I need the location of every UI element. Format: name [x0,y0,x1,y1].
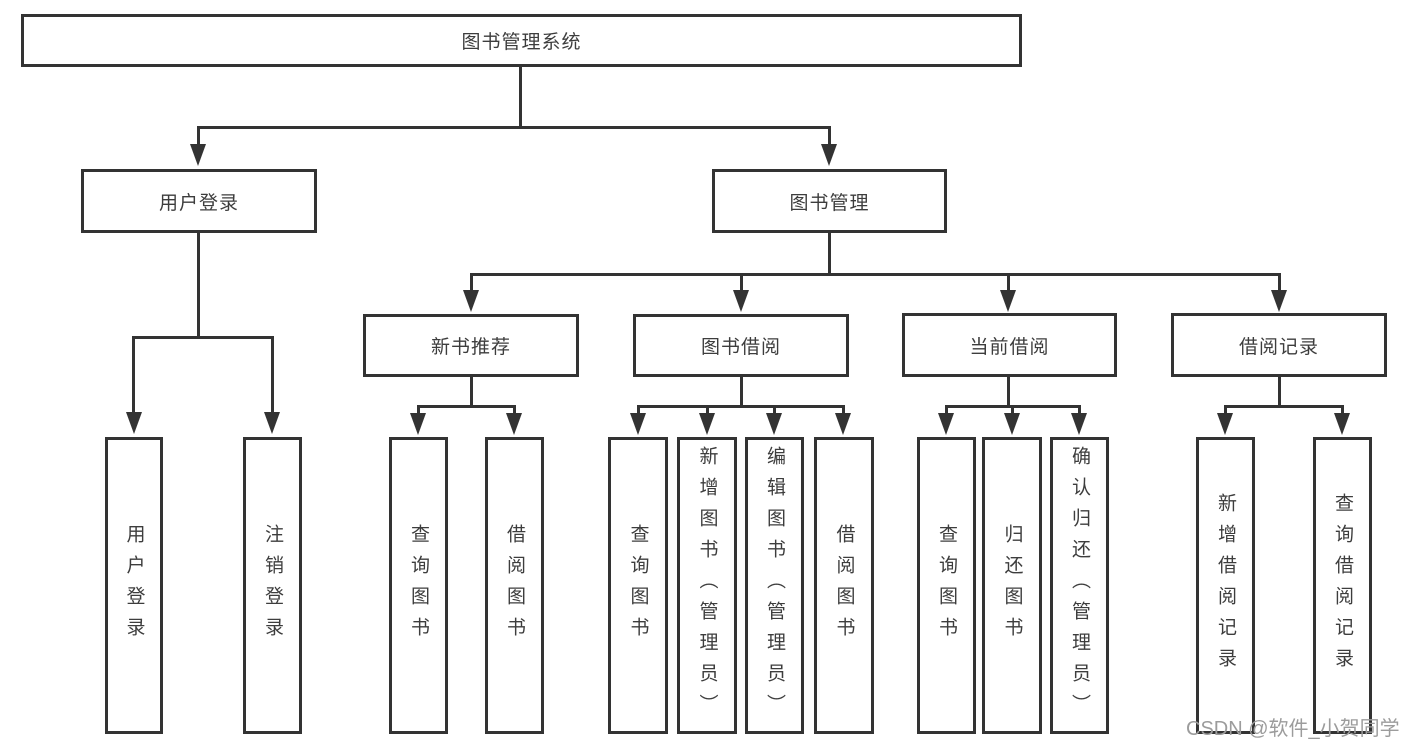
leaf-label: 借阅图书 [833,523,855,648]
connector-leaf [1341,405,1344,415]
arrow-down-icon [126,412,142,434]
connector-borrow-records-stem [1278,375,1281,407]
node-user-login: 用户登录 [81,169,317,233]
connector-user-login-split [133,336,274,339]
connector-book-mgmt-stem [828,230,831,275]
node-label: 图书借阅 [700,337,781,358]
arrow-down-icon [699,413,715,435]
node-label: 借阅记录 [1238,336,1319,358]
leaf-current-query-books: 查询图书 [917,437,976,734]
connector-root-stem [519,64,522,128]
connector-leaf [706,405,709,415]
leaf-label: 新增借阅记录 [1215,492,1236,679]
connector-borrow-records-split [1224,405,1344,408]
connector-to-book-mgmt [828,126,831,148]
leaf-label: 编辑图书（管理员） [764,446,785,725]
leaf-logout: 注销登录 [243,437,302,734]
arrow-down-icon [938,413,954,435]
leaf-borrow-borrow-books: 借阅图书 [814,437,874,734]
arrow-down-icon [264,412,280,434]
arrow-down-icon [1217,413,1233,435]
leaf-current-return-books: 归还图书 [982,437,1042,734]
node-label: 图书管理 [789,192,870,214]
connector-to-new-books [470,273,473,292]
arrow-down-icon [1334,413,1350,435]
connector-to-borrow-records [1278,273,1281,292]
leaf-label: 查询图书 [408,523,429,648]
leaf-label: 确认归还（管理员） [1069,446,1090,725]
node-label: 新书推荐 [430,337,511,358]
connector-leaf [1078,405,1081,415]
leaf-records-add-record: 新增借阅记录 [1196,437,1255,734]
connector-to-user-login-leaf [132,336,135,416]
csdn-watermark: CSDN @软件_小贺同学 [1186,718,1400,740]
connector-user-login-stem [197,230,200,338]
connector-to-current-borrow [1007,273,1010,292]
leaf-label: 查询图书 [936,523,957,648]
arrow-down-icon [766,413,782,435]
connector-book-mgmt-split [470,273,1281,276]
arrow-down-icon [821,144,837,166]
leaf-newbooks-query-books: 查询图书 [389,437,448,734]
connector-leaf [773,405,776,415]
node-book-mgmt: 图书管理 [712,169,947,233]
leaf-label: 借阅图书 [504,523,525,648]
leaf-label: 归还图书 [1001,523,1023,648]
node-book-borrow: 图书借阅 [633,314,849,377]
leaf-label: 用户登录 [123,523,145,648]
leaf-borrow-add-books-admin: 新增图书（管理员） [677,437,737,734]
connector-leaf [417,405,420,415]
arrow-down-icon [190,144,206,166]
connector-book-borrow-split [637,405,845,408]
connector-book-borrow-stem [740,375,743,407]
leaf-borrow-edit-books-admin: 编辑图书（管理员） [745,437,804,734]
arrow-down-icon [1000,290,1016,312]
node-label: 当前借阅 [969,336,1050,358]
node-label: 图书管理系统 [461,32,582,53]
connector-to-book-borrow [740,273,743,292]
node-label: 用户登录 [158,192,239,214]
connector-to-logout-leaf [271,336,274,416]
connector-leaf [945,405,948,415]
connector-new-books-stem [470,375,473,407]
connector-leaf [513,405,516,415]
leaf-records-query-record: 查询借阅记录 [1313,437,1372,734]
connector-leaf [1011,405,1014,415]
arrow-down-icon [1271,290,1287,312]
connector-root-split [197,126,831,129]
node-current-borrow: 当前借阅 [902,313,1117,377]
arrow-down-icon [1004,413,1020,435]
arrow-down-icon [733,290,749,312]
arrow-down-icon [1071,413,1087,435]
node-borrow-records: 借阅记录 [1171,313,1387,377]
connector-current-borrow-stem [1007,375,1010,407]
leaf-label: 查询借阅记录 [1332,492,1353,679]
leaf-borrow-query-books: 查询图书 [608,437,668,734]
arrow-down-icon [506,413,522,435]
leaf-label: 查询图书 [627,523,649,648]
leaf-label: 新增图书（管理员） [696,446,718,725]
node-new-books: 新书推荐 [363,314,579,377]
connector-leaf [637,405,640,415]
leaf-current-confirm-return-admin: 确认归还（管理员） [1050,437,1109,734]
arrow-down-icon [630,413,646,435]
node-root-system: 图书管理系统 [21,14,1022,67]
leaf-user-login: 用户登录 [105,437,163,734]
arrow-down-icon [410,413,426,435]
leaf-newbooks-borrow-books: 借阅图书 [485,437,544,734]
leaf-label: 注销登录 [262,523,283,648]
connector-leaf [1224,405,1227,415]
arrow-down-icon [463,290,479,312]
connector-new-books-split [417,405,516,408]
arrow-down-icon [835,413,851,435]
connector-to-user-login [197,126,200,148]
connector-leaf [842,405,845,415]
